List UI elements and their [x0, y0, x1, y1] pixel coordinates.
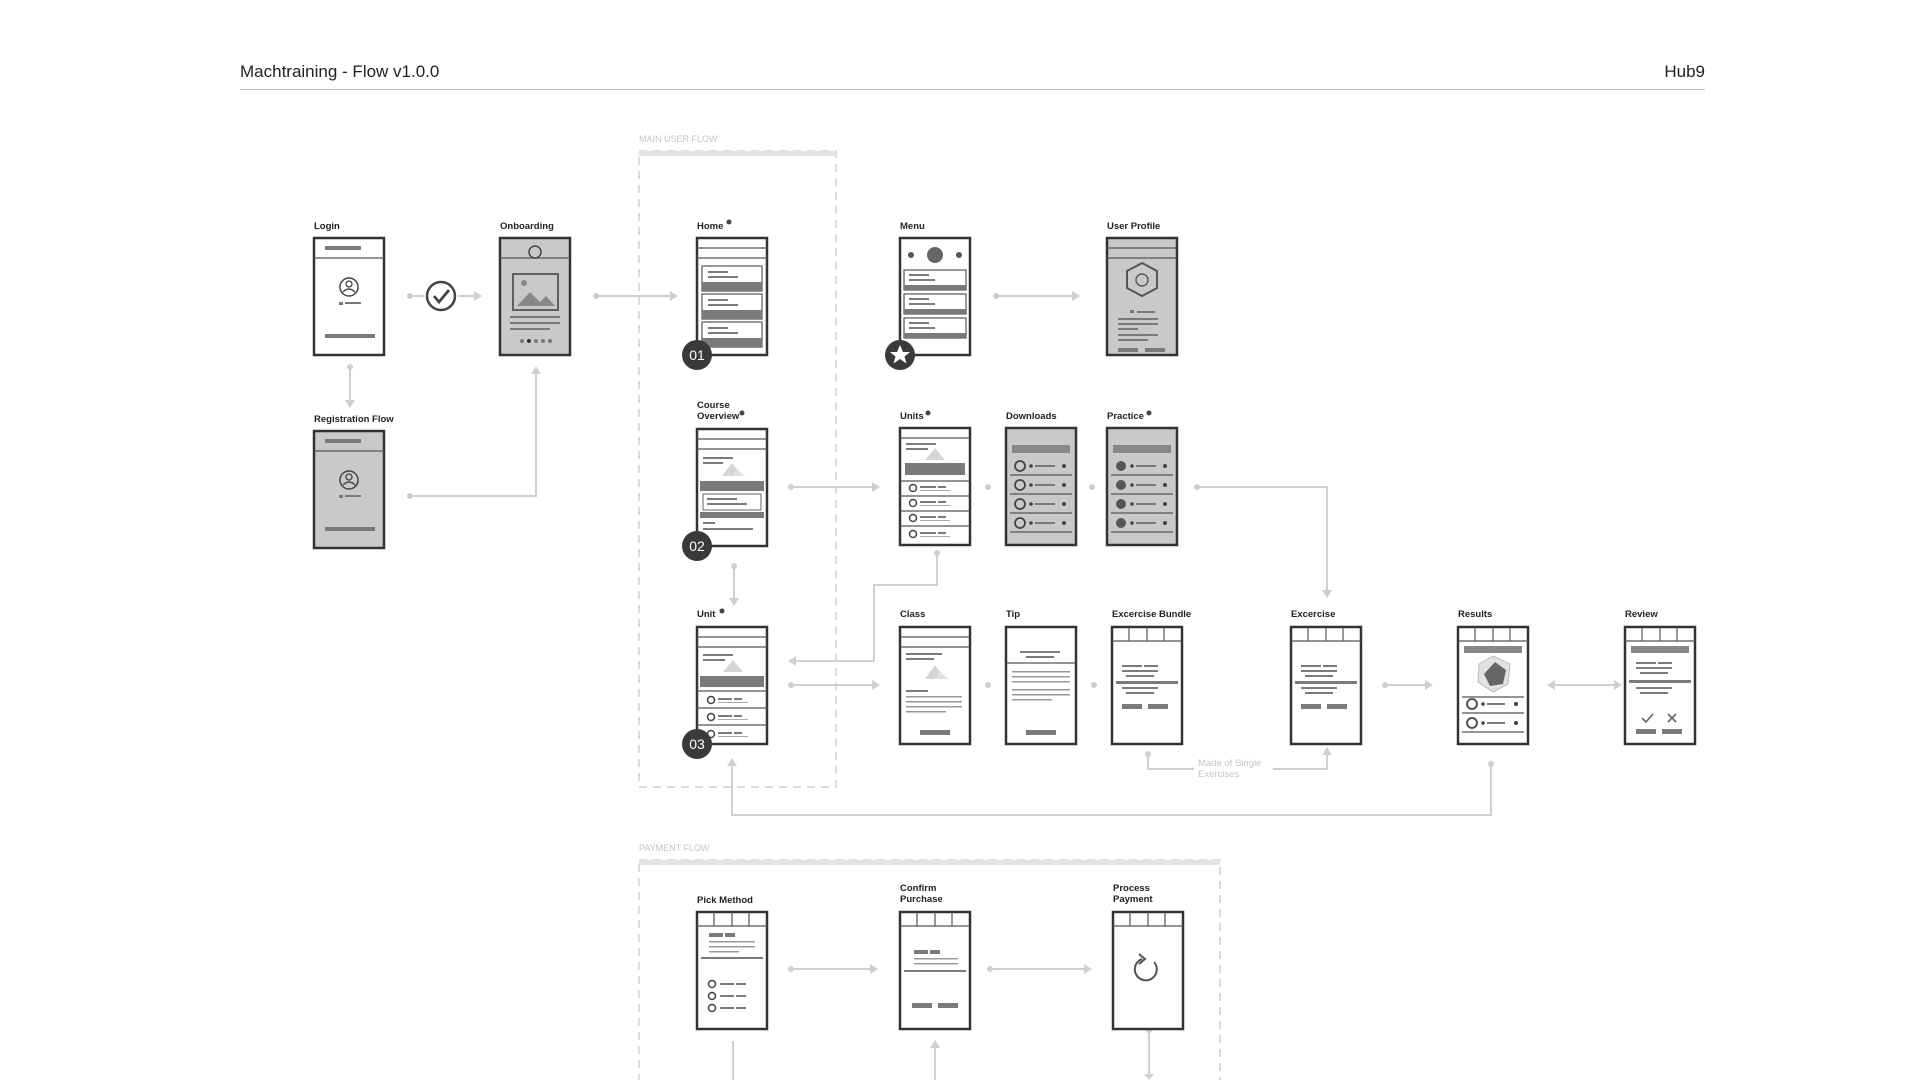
screen-exercise: Excercise — [1289, 609, 1363, 746]
svg-text:Made of Single: Made of Single — [1198, 758, 1261, 769]
screen-label-units: Units — [900, 411, 924, 422]
screen-label-review: Review — [1625, 609, 1658, 620]
screen-user-profile: User Profile — [1105, 221, 1179, 357]
image-icon — [512, 273, 559, 311]
screen-confirm-purchase: Confirm Purchase — [898, 883, 972, 1031]
check-icon — [1641, 713, 1654, 724]
screen-class: Class — [898, 609, 972, 746]
screen-units: Units — [898, 410, 972, 547]
badge-unit: 03 — [682, 729, 712, 759]
connectors — [345, 291, 1622, 1080]
svg-text:02: 02 — [689, 538, 705, 554]
screen-unit: Unit 03 — [682, 608, 769, 759]
screen-course-overview: Course Overview 02 — [682, 400, 769, 561]
svg-text:01: 01 — [689, 347, 705, 363]
badge-home: 01 — [682, 340, 712, 370]
screen-results: Results — [1456, 609, 1530, 746]
svg-text:03: 03 — [689, 736, 705, 752]
screen-downloads: Downloads — [1004, 411, 1078, 547]
star-icon — [885, 340, 915, 370]
avatar-icon — [339, 470, 359, 490]
check-icon — [425, 280, 457, 312]
screen-label-registration: Registration Flow — [314, 414, 394, 425]
screen-label-unit: Unit — [697, 609, 716, 620]
screen-label-login: Login — [314, 221, 340, 232]
screen-onboarding: Onboarding — [498, 221, 572, 357]
payment-flow-group: PAYMENT FLOW — [638, 843, 1221, 1080]
badge-course-overview: 02 — [682, 531, 712, 561]
reload-icon — [1133, 953, 1158, 982]
screen-label-menu: Menu — [900, 221, 925, 232]
screen-review: Review — [1623, 609, 1697, 746]
screen-tip: Tip — [1004, 609, 1078, 746]
header-divider — [240, 89, 1705, 90]
screen-label-practice: Practice — [1107, 411, 1144, 422]
screen-registration-flow: Registration Flow — [312, 414, 394, 550]
screen-menu: Menu — [885, 221, 972, 370]
screen-label-pick-method: Pick Method — [697, 895, 753, 906]
screen-label-class: Class — [900, 609, 925, 620]
brand-name: Hub9 — [1664, 62, 1705, 81]
main-user-flow-group: MAIN USER FLOW — [638, 134, 837, 788]
screen-label-process-payment-1: Process — [1113, 883, 1150, 894]
screen-label-confirm-purchase-2: Purchase — [900, 894, 943, 905]
screen-label-home: Home — [697, 221, 723, 232]
screen-pick-method: Pick Method — [695, 895, 769, 1031]
screen-label-process-payment-2: Payment — [1113, 894, 1153, 905]
screen-login: Login — [312, 221, 386, 357]
annotation-made-of-single-exercises: Made of Single Exercises — [1198, 758, 1261, 780]
payment-flow-label: PAYMENT FLOW — [639, 843, 710, 853]
screen-label-onboarding: Onboarding — [500, 221, 554, 232]
screen-label-tip: Tip — [1006, 609, 1020, 620]
close-icon — [1667, 713, 1677, 723]
screen-process-payment: Process Payment — [1111, 883, 1185, 1031]
screen-home: Home 01 — [682, 219, 769, 370]
screen-label-exercise: Excercise — [1291, 609, 1335, 620]
screen-label-downloads: Downloads — [1006, 411, 1057, 422]
screen-label-exercise-bundle: Excercise Bundle — [1112, 609, 1191, 620]
screen-label-course-overview-1: Course — [697, 400, 730, 411]
screen-label-user-profile: User Profile — [1107, 221, 1160, 232]
main-user-flow-label: MAIN USER FLOW — [639, 134, 718, 144]
page-title: Machtraining - Flow v1.0.0 — [240, 62, 440, 81]
svg-text:Exercises: Exercises — [1198, 769, 1239, 780]
screen-practice: Practice — [1105, 410, 1179, 547]
screen-exercise-bundle: Excercise Bundle — [1110, 609, 1191, 746]
screen-label-confirm-purchase-1: Confirm — [900, 883, 936, 894]
screen-label-course-overview-2: Overview — [697, 411, 740, 422]
avatar-icon — [339, 277, 359, 297]
screen-label-results: Results — [1458, 609, 1492, 620]
